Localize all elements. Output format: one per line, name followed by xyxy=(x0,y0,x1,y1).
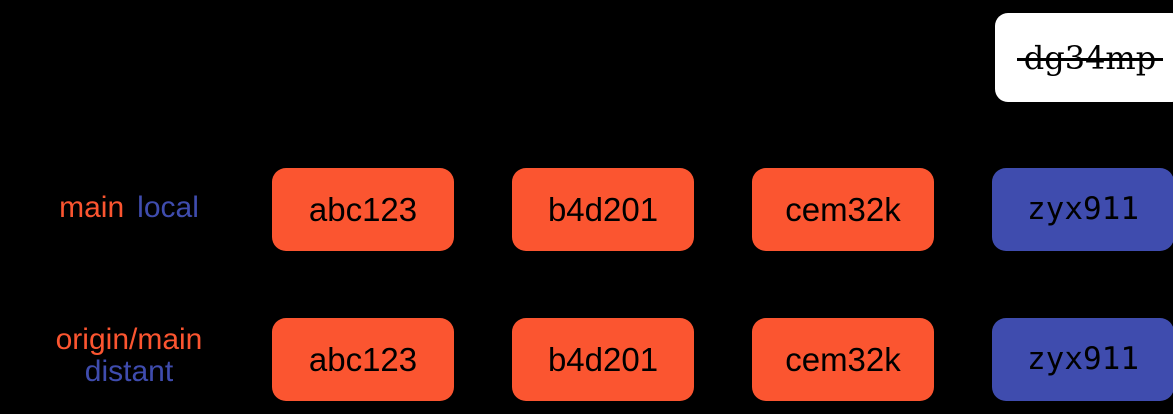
commit-id-remote-1: abc123 xyxy=(308,341,418,378)
commit-id-remote-3: cem32k xyxy=(785,341,901,378)
commit-node-local-1[interactable]: abc123 xyxy=(272,168,454,251)
commit-id-local-2: b4d201 xyxy=(547,191,659,228)
branch-ref-kind-local: local xyxy=(137,191,199,224)
branch-ref-name-local: main xyxy=(59,191,125,224)
branch-label-remote: origin/main distant xyxy=(0,324,258,388)
commit-node-remote-2[interactable]: b4d201 xyxy=(512,318,694,401)
commit-id-local-1: abc123 xyxy=(308,191,418,228)
commit-node-remote-4[interactable]: zyx911 xyxy=(992,318,1173,401)
branch-ref-kind-remote: distant xyxy=(84,354,174,388)
commit-id-remote-2: b4d201 xyxy=(547,341,659,378)
commit-node-local-4[interactable]: zyx911 xyxy=(992,168,1173,251)
dangling-commit-id: dg34mp xyxy=(1016,38,1163,77)
branch-label-local: main local xyxy=(0,192,258,224)
dangling-commit-node[interactable]: dg34mp xyxy=(995,13,1173,102)
commit-node-local-3[interactable]: cem32k xyxy=(752,168,934,251)
branch-ref-name-remote: origin/main xyxy=(55,323,203,356)
commit-id-local-4: zyx911 xyxy=(1027,191,1139,227)
commit-id-local-3: cem32k xyxy=(785,191,901,228)
commit-node-remote-3[interactable]: cem32k xyxy=(752,318,934,401)
commit-node-remote-1[interactable]: abc123 xyxy=(272,318,454,401)
commit-id-remote-4: zyx911 xyxy=(1027,341,1139,377)
commit-node-local-2[interactable]: b4d201 xyxy=(512,168,694,251)
